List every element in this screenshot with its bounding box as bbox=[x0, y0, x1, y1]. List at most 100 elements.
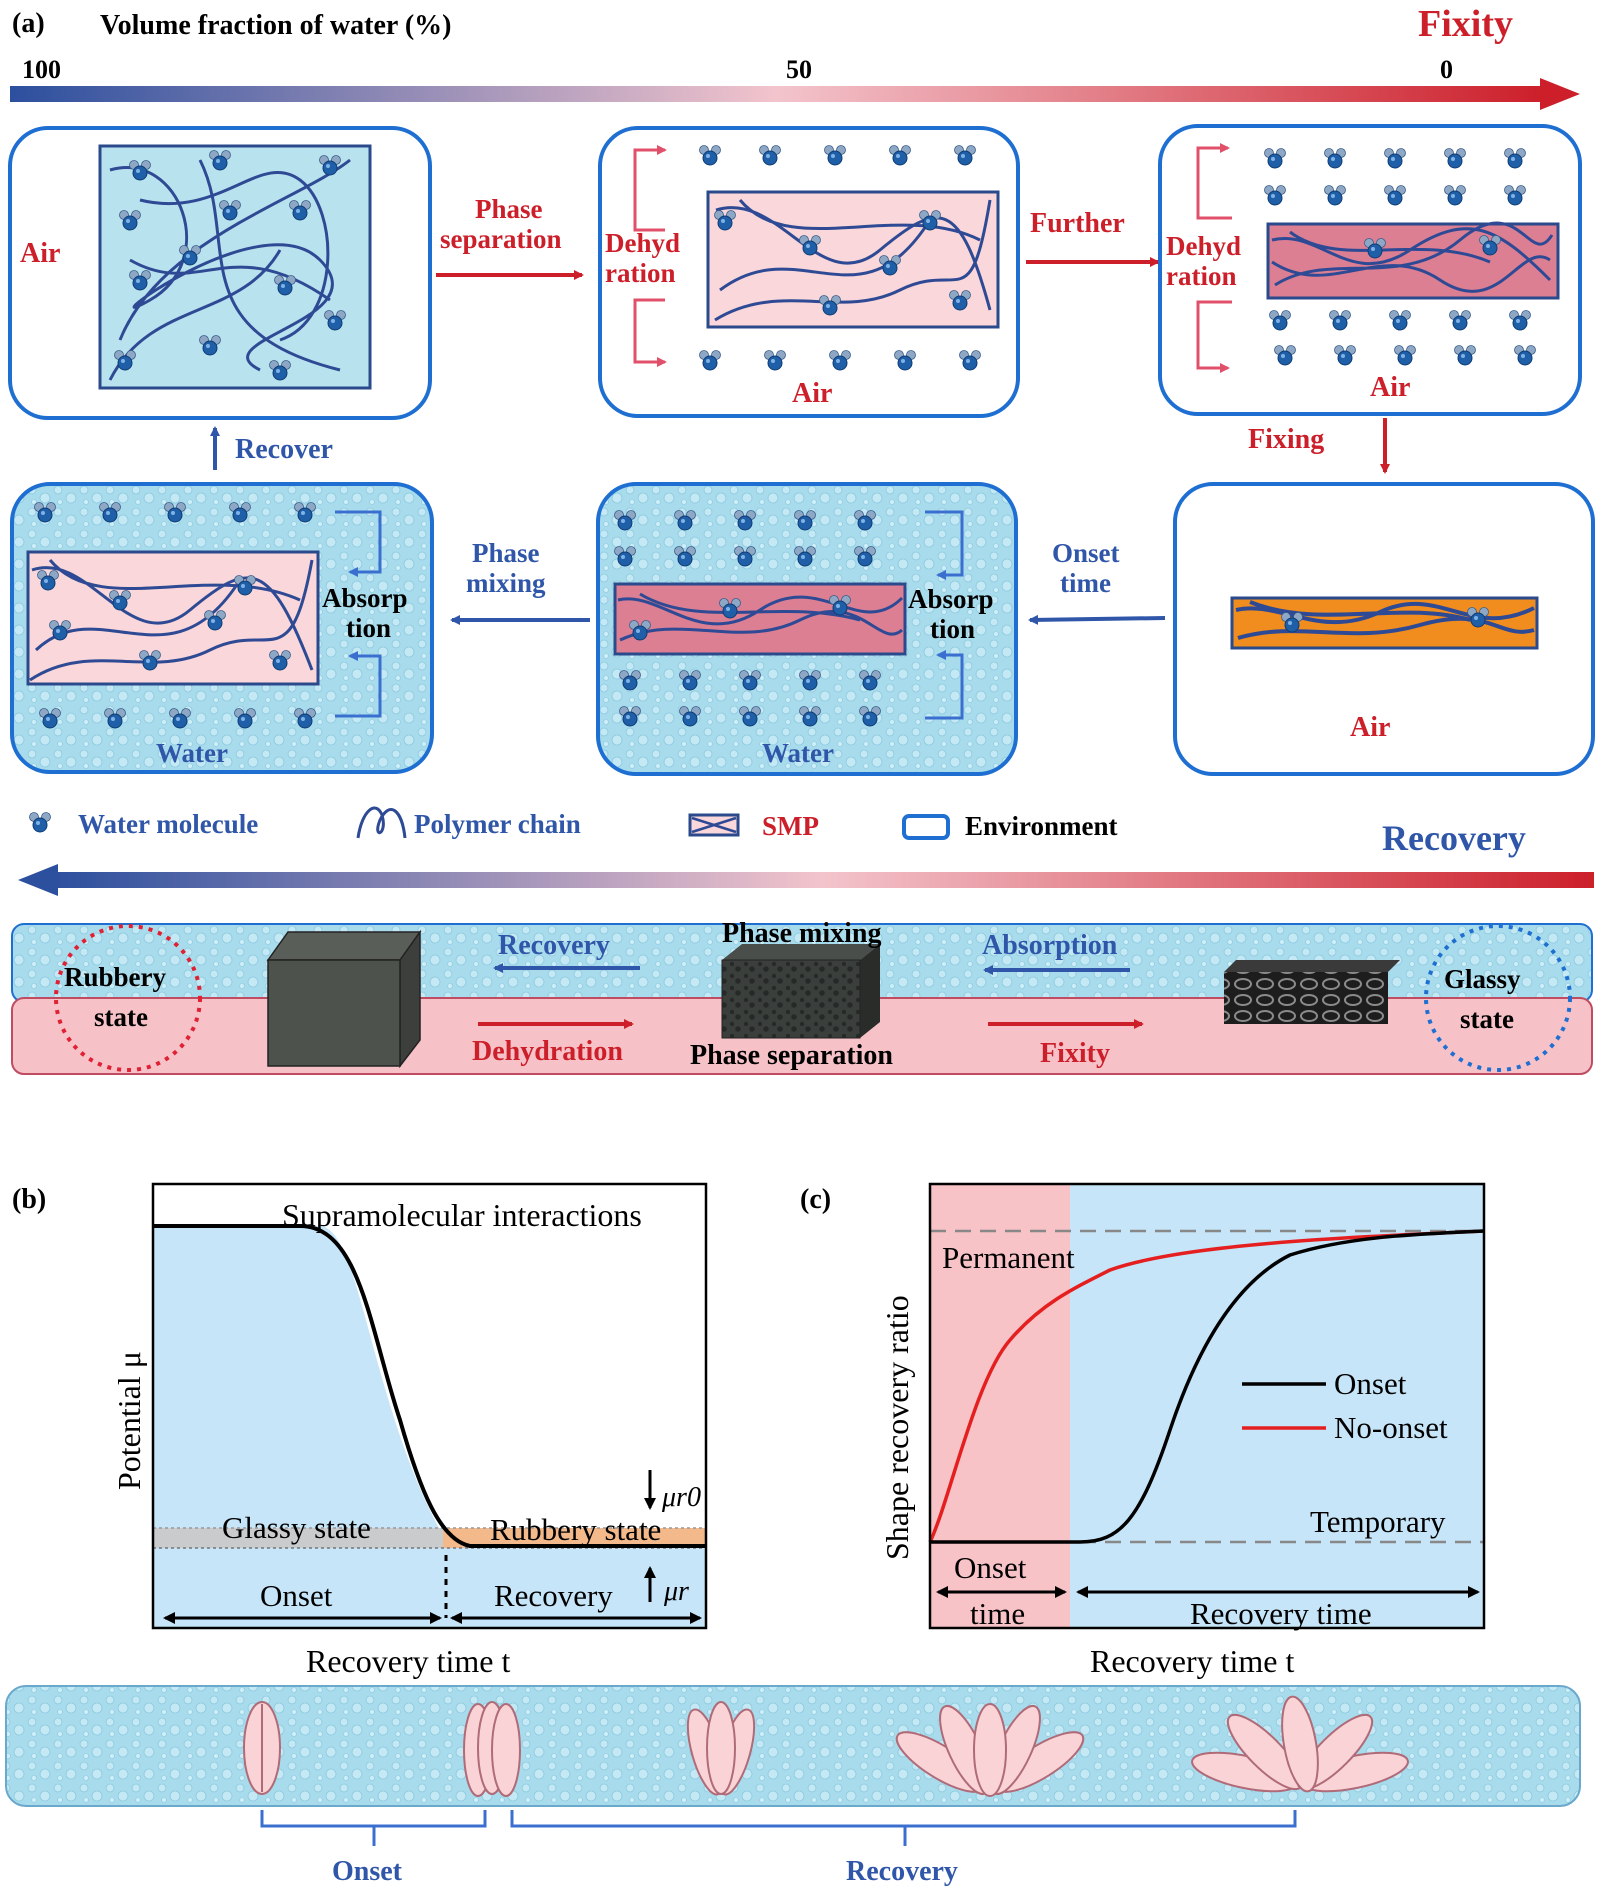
polymer-chain-icon bbox=[356, 806, 407, 839]
box-absorption-water-left bbox=[10, 482, 434, 774]
box4-absorption-label-1: Absorp bbox=[322, 583, 408, 613]
panel-c-plot bbox=[928, 1182, 1486, 1630]
box2-dehydration-label-1: Dehyd bbox=[605, 228, 680, 258]
legend-smp: SMP bbox=[688, 811, 819, 841]
glassy-state-label-2: state bbox=[1460, 1004, 1514, 1034]
recovery-title: Recovery bbox=[1382, 818, 1526, 858]
box5-absorption-label-1: Absorp bbox=[908, 584, 994, 614]
box4-water-label: Water bbox=[156, 738, 228, 768]
panel-c-ylabel: Shape recovery ratio bbox=[879, 1295, 915, 1560]
bottom-onset-label: Onset bbox=[332, 1856, 403, 1887]
smp-icon bbox=[688, 813, 740, 837]
tick-100: 100 bbox=[22, 55, 61, 84]
flower-closed-1 bbox=[243, 1701, 281, 1795]
recover-label: Recover bbox=[235, 434, 333, 465]
rubbery-cube bbox=[266, 929, 422, 1069]
legend-polymer-chain: Polymer chain bbox=[356, 806, 581, 839]
supramolecular-curve bbox=[153, 1224, 706, 1548]
rubbery-state-label-2: state bbox=[94, 1002, 148, 1032]
glassy-state-circle bbox=[1424, 924, 1572, 1072]
box1-air-label: Air bbox=[20, 238, 60, 269]
legend-smp-label: SMP bbox=[762, 811, 819, 841]
phase-mixing-label-1: Phase bbox=[472, 538, 540, 568]
onset-time-arrow bbox=[1028, 614, 1166, 625]
recovery-gradient-arrow bbox=[18, 864, 1594, 896]
bottom-recovery-label: Recovery bbox=[846, 1856, 958, 1887]
tick-50: 50 bbox=[786, 55, 812, 84]
onset-time-label-c1: Onset bbox=[954, 1550, 1027, 1585]
mu-r-label: μr bbox=[663, 1576, 689, 1607]
panel-a-label: (a) bbox=[12, 8, 45, 39]
flower-opening-2 bbox=[895, 1703, 1085, 1797]
rubbery-state-label: Rubbery state bbox=[490, 1512, 661, 1547]
panel-b-xlabel: Recovery time t bbox=[306, 1643, 510, 1679]
supramolecular-label: Supramolecular interactions bbox=[282, 1197, 642, 1233]
onset-time-label-1: Onset bbox=[1052, 538, 1120, 568]
box3-dehydration-label-2: ration bbox=[1166, 261, 1237, 291]
box-fixed-air bbox=[1173, 482, 1595, 776]
bar-phase-separation-label: Phase separation bbox=[690, 1040, 893, 1071]
flower-closed-2 bbox=[463, 1701, 521, 1797]
box2-dehydration-label-2: ration bbox=[605, 258, 676, 288]
legend-environment: Environment bbox=[902, 811, 1118, 841]
panel-b-plot bbox=[151, 1182, 708, 1630]
glassy-band bbox=[153, 1528, 443, 1548]
recovery-time-label: Recovery time bbox=[1190, 1596, 1372, 1631]
box3-air-label: Air bbox=[1370, 372, 1410, 403]
legend-polymer-chain-label: Polymer chain bbox=[414, 809, 581, 839]
flower-strip bbox=[5, 1685, 1581, 1807]
bar-absorption-label: Absorption bbox=[982, 930, 1118, 961]
box-absorption-water-middle bbox=[596, 482, 1018, 776]
bar-dehydration-label: Dehydration bbox=[472, 1036, 623, 1067]
glassy-state-label-1: Glassy bbox=[1444, 964, 1521, 994]
water-fraction-gradient-arrow bbox=[10, 78, 1580, 110]
legend-water-molecule: Water molecule bbox=[29, 809, 258, 839]
box6-air-label: Air bbox=[1350, 712, 1390, 743]
onset-time-label-c2: time bbox=[970, 1596, 1025, 1631]
glassy-region bbox=[153, 1226, 440, 1548]
box5-water-label: Water bbox=[762, 738, 834, 768]
phase-mixing-cube bbox=[721, 944, 880, 1039]
lower-region bbox=[153, 1548, 706, 1628]
legend-water-molecule-label: Water molecule bbox=[78, 809, 258, 839]
phase-mixing-label-2: mixing bbox=[466, 568, 546, 598]
box5-absorption-label-2: tion bbox=[930, 614, 975, 644]
fixing-label: Fixing bbox=[1248, 424, 1324, 455]
bar-recovery-label: Recovery bbox=[498, 930, 610, 961]
onset-region bbox=[930, 1184, 1070, 1628]
bar-fixity-label: Fixity bbox=[1040, 1038, 1110, 1069]
panel-c-frame bbox=[928, 1182, 1486, 1630]
fixity-title: Fixity bbox=[1418, 3, 1513, 45]
temporary-label: Temporary bbox=[1310, 1504, 1446, 1539]
rubbery-state-label-1: Rubbery bbox=[64, 962, 167, 992]
no-onset-curve bbox=[928, 1229, 1485, 1543]
panel-c-xlabel: Recovery time t bbox=[1090, 1643, 1294, 1679]
panel-b-frame bbox=[151, 1182, 708, 1630]
onset-bracket bbox=[260, 1810, 487, 1846]
onset-curve bbox=[930, 1229, 1485, 1544]
bar-phase-mixing-label: Phase mixing bbox=[722, 918, 881, 949]
panel-c-label: (c) bbox=[800, 1184, 831, 1215]
glassy-foam-block bbox=[1224, 960, 1400, 1024]
recovery-bracket bbox=[510, 1810, 1297, 1846]
panel-b-ylabel: Potential μ bbox=[111, 1351, 147, 1490]
phase-separation-label-2: separation bbox=[440, 224, 562, 254]
rubbery-band bbox=[443, 1528, 706, 1548]
legend-environment-label: Environment bbox=[965, 811, 1118, 841]
state-transition-bar bbox=[11, 923, 1593, 1075]
box-initial-air bbox=[8, 126, 432, 420]
flower-open bbox=[1191, 1695, 1409, 1793]
onset-label: Onset bbox=[260, 1578, 333, 1613]
phase-separation-label-1: Phase bbox=[475, 194, 543, 224]
glassy-state-label: Glassy state bbox=[222, 1510, 371, 1545]
onset-time-label-2: time bbox=[1060, 568, 1111, 598]
environment-icon bbox=[902, 814, 950, 840]
tick-0: 0 bbox=[1440, 55, 1453, 84]
legend-onset-label: Onset bbox=[1334, 1366, 1407, 1401]
further-label: Further bbox=[1030, 208, 1125, 239]
flower-opening-1 bbox=[686, 1701, 756, 1796]
box-dehydration-air bbox=[598, 126, 1020, 418]
mu-r0-label: μr0 bbox=[661, 1482, 701, 1513]
panel-b-label: (b) bbox=[12, 1184, 46, 1215]
